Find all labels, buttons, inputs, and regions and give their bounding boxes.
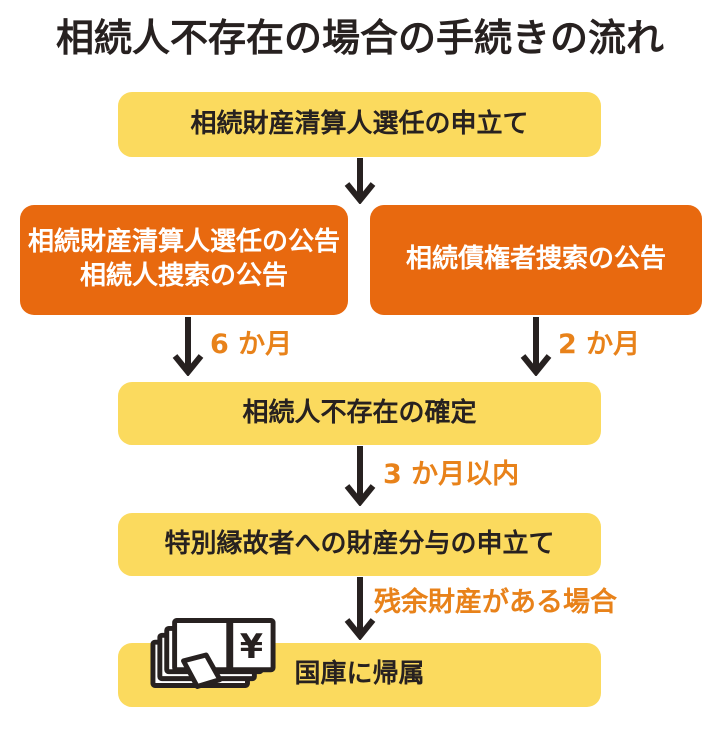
step-label: 国庫に帰属 [294,659,425,690]
arrow-down-icon [344,577,376,640]
step-label-line1: 相続財産清算人選任の公告 [27,227,340,258]
duration-label-6-months: 6 か月 [210,329,293,360]
arrow-down-icon [344,158,376,204]
page-title: 相続人不存在の場合の手続きの流れ [55,16,664,60]
duration-label-2-months: 2 か月 [558,329,641,360]
money-stack-icon: ¥ [150,618,276,689]
step-label: 相続人不存在の確定 [242,397,477,428]
condition-label-residual-assets: 残余財産がある場合 [374,587,617,618]
step-public-notice-creditor-search: 相続債権者捜索の公告 [370,205,702,315]
duration-label-within-3-months: 3 か月以内 [383,459,520,490]
step-heir-absence-confirmed: 相続人不存在の確定 [118,382,601,445]
yen-symbol: ¥ [240,627,263,666]
step-label-line2: 相続人捜索の公告 [79,261,288,291]
step-label: 相続財産清算人選任の申立て [190,108,529,139]
arrow-down-icon [520,317,552,376]
step-petition-clearance-administrator: 相続財産清算人選任の申立て [118,92,601,157]
arrow-down-icon [172,317,204,376]
step-label: 相続債権者捜索の公告 [405,244,666,275]
banknote-band [181,652,223,689]
arrow-down-icon [344,446,376,506]
step-petition-special-contributor-distribution: 特別縁故者への財産分与の申立て [118,513,601,576]
step-public-notice-administrator-and-heir-search: 相続財産清算人選任の公告 相続人捜索の公告 [20,205,348,315]
step-label: 特別縁故者への財産分与の申立て [164,528,555,559]
